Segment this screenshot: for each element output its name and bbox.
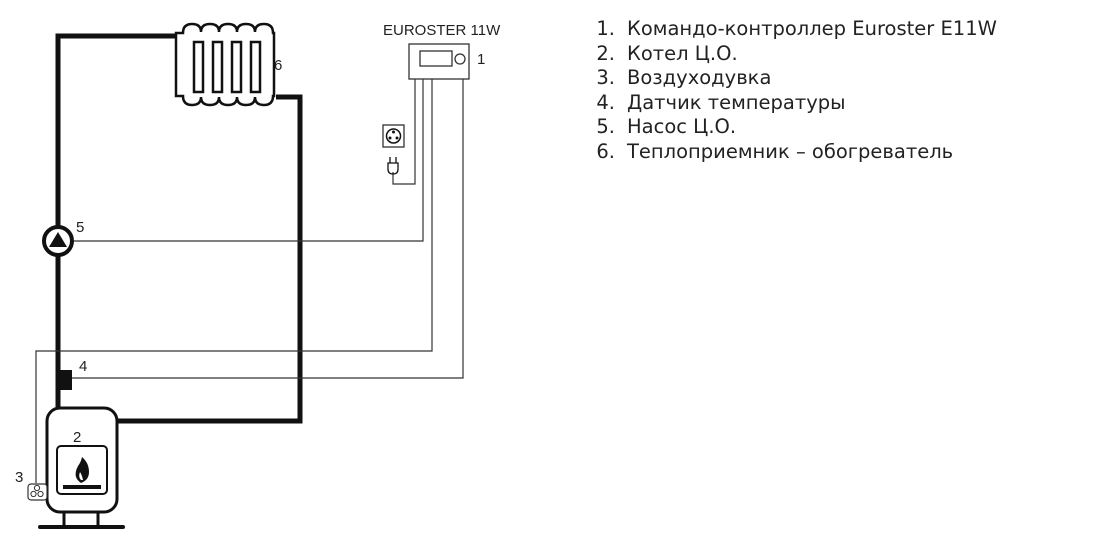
label-pump: 5 (76, 219, 84, 236)
controller (408, 43, 470, 80)
socket-icon (382, 124, 405, 148)
supply-pipe (55, 33, 175, 407)
return-pipe (117, 94, 303, 424)
legend-item: 5.Насос Ц.О. (596, 115, 737, 138)
legend: 1.Командо-контроллер Euroster E11W 2.Кот… (591, 17, 997, 164)
boiler (38, 406, 125, 529)
legend-item: 2.Котел Ц.О. (596, 41, 738, 65)
pump-icon (42, 225, 74, 257)
flame-icon (75, 457, 89, 483)
plug-icon (387, 157, 399, 175)
wires (35, 79, 464, 483)
label-controller: 1 (477, 51, 485, 68)
controller-title: EUROSTER 11W (383, 22, 501, 39)
label-blower: 3 (15, 469, 23, 486)
radiator (174, 22, 276, 107)
label-boiler: 2 (73, 429, 81, 446)
legend-item: 3.Воздуходувка (596, 66, 772, 89)
temperature-sensor-icon (58, 370, 72, 390)
blower-icon (27, 483, 48, 501)
legend-item: 4.Датчик температуры (596, 90, 846, 114)
pipes (55, 33, 303, 424)
legend-item: 6.Теплоприемник – обогреватель (596, 139, 954, 163)
legend-item: 1.Командо-контроллер Euroster E11W (596, 17, 997, 40)
label-sensor: 4 (79, 358, 87, 375)
label-radiator: 6 (274, 57, 282, 74)
